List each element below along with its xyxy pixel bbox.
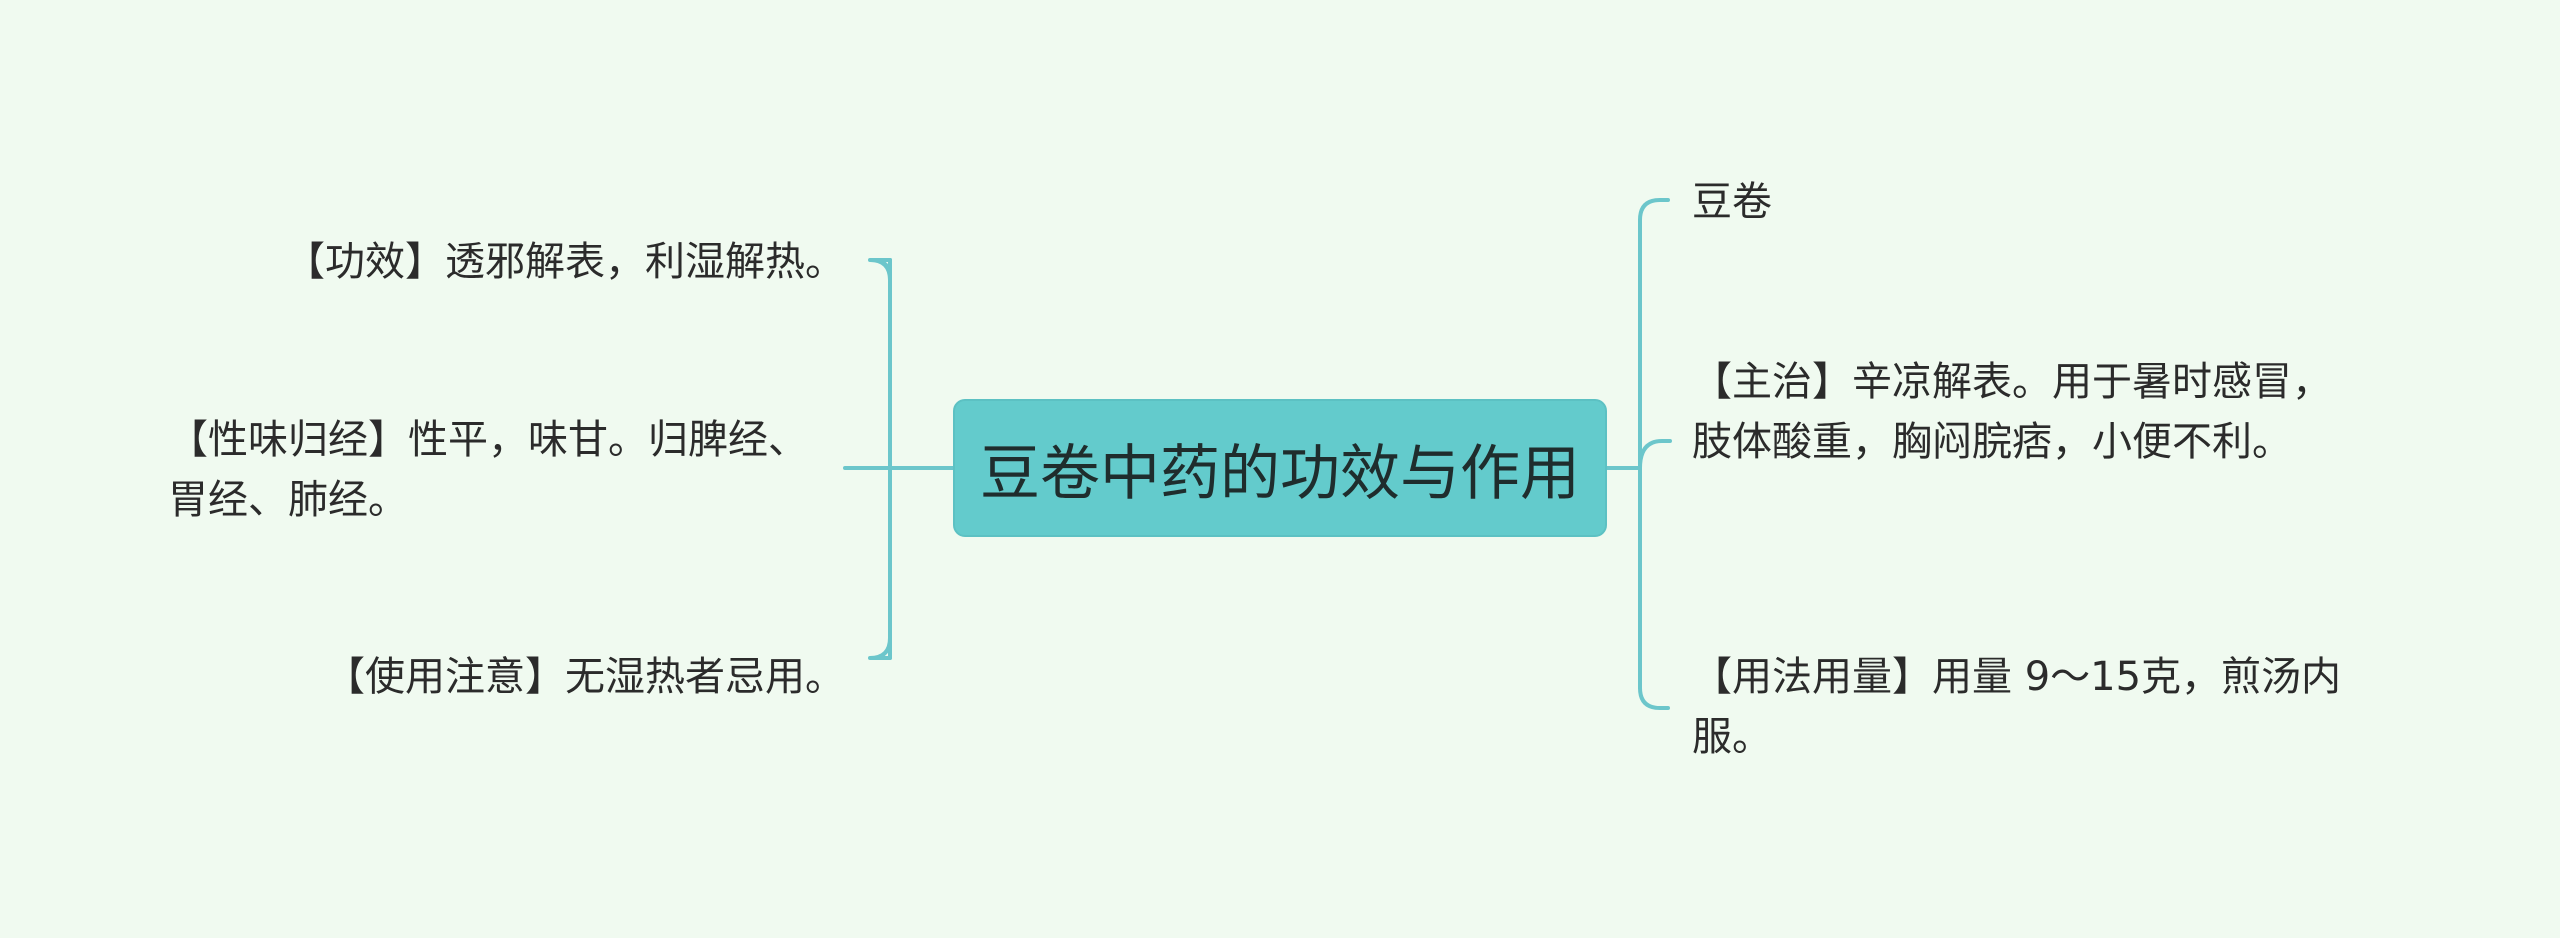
left-node-efficacy-label: 【功效】透邪解表，利湿解热。 bbox=[285, 239, 845, 285]
connector-right-top-branch bbox=[1638, 198, 1670, 222]
connector-left-bottom-branch bbox=[869, 636, 892, 660]
left-node-efficacy[interactable]: 【功效】透邪解表，利湿解热。 bbox=[180, 232, 845, 292]
connector-right-mid-branch bbox=[1638, 439, 1672, 470]
center-topic-label: 豆卷中药的功效与作用 bbox=[980, 438, 1580, 509]
right-node-dosage[interactable]: 【用法用量】用量 9～15克，煎汤内服。 bbox=[1692, 647, 2368, 767]
left-node-precaution[interactable]: 【使用注意】无湿热者忌用。 bbox=[180, 647, 845, 707]
left-node-nature-meridian[interactable]: 【性味归经】性平，味甘。归脾经、胃经、肺经。 bbox=[168, 410, 845, 530]
right-node-dosage-label: 【用法用量】用量 9～15克，煎汤内服。 bbox=[1692, 654, 2342, 760]
right-node-indications[interactable]: 【主治】辛凉解表。用于暑时感冒，肢体酸重，胸闷脘痞，小便不利。 bbox=[1692, 352, 2368, 472]
right-node-name[interactable]: 豆卷 bbox=[1692, 172, 2392, 232]
right-node-indications-label: 【主治】辛凉解表。用于暑时感冒，肢体酸重，胸闷脘痞，小便不利。 bbox=[1692, 359, 2332, 465]
left-node-nature-meridian-label: 【性味归经】性平，味甘。归脾经、胃经、肺经。 bbox=[168, 417, 808, 523]
connector-right-bottom-branch bbox=[1638, 686, 1670, 710]
right-node-name-label: 豆卷 bbox=[1692, 179, 1772, 225]
left-node-precaution-label: 【使用注意】无湿热者忌用。 bbox=[325, 654, 845, 700]
center-topic-node[interactable]: 豆卷中药的功效与作用 bbox=[953, 399, 1607, 537]
